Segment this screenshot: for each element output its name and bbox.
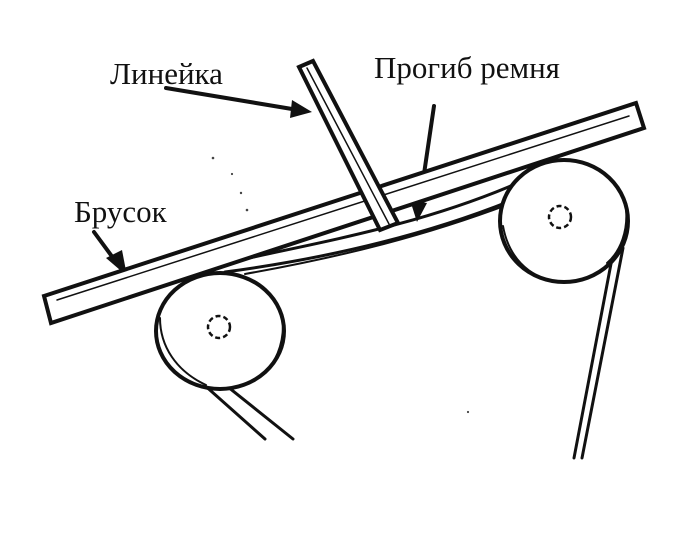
label-ruler: Линейка — [110, 56, 223, 91]
belt-right-run — [572, 246, 625, 460]
ruler — [296, 58, 401, 233]
pulley-left — [154, 271, 286, 391]
pulley-right-axle-icon — [547, 204, 573, 230]
pulley-left-axle-icon — [206, 314, 232, 340]
label-belt-deflection: Прогиб ремня — [374, 50, 560, 85]
pulley-right — [498, 158, 630, 284]
sketch-specks — [211, 156, 470, 414]
label-bar: Брусок — [74, 194, 168, 229]
arrow-ruler — [164, 86, 312, 118]
bar — [41, 100, 647, 326]
